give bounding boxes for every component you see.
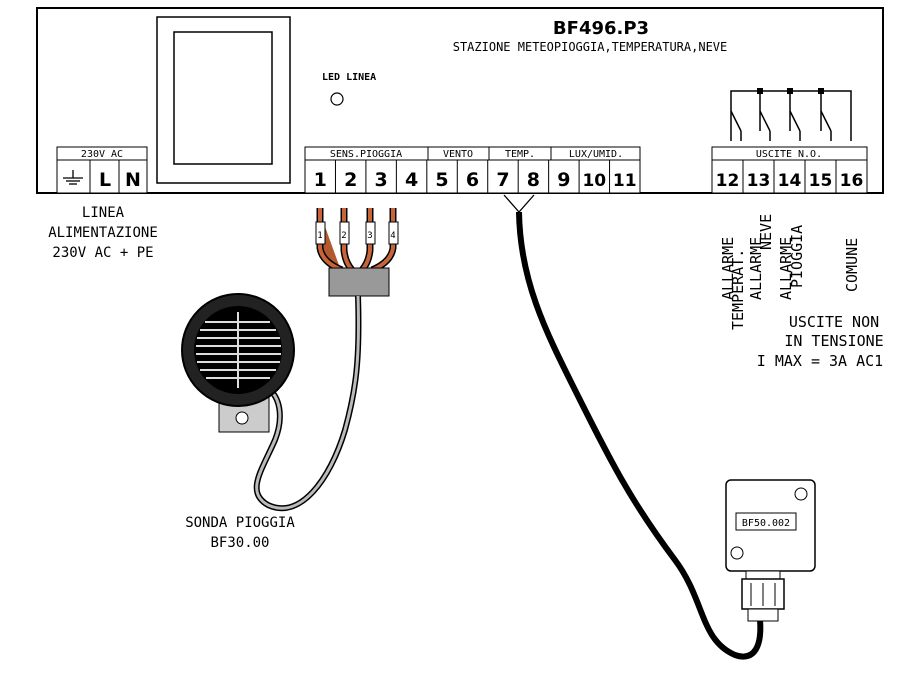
output-label-common: COMUNE	[843, 238, 861, 292]
device-model: BF496.P3	[553, 18, 649, 39]
terminal-11: 11	[613, 171, 637, 191]
outputs-group-label: USCITE N.O.	[756, 149, 822, 160]
relay-junction	[787, 88, 793, 94]
terminal-3: 3	[375, 169, 388, 191]
power-group-label: 230V AC	[81, 149, 123, 160]
output-label-temp-line1: ALLARME	[719, 237, 737, 300]
temp-probe: BF50.002	[725, 479, 816, 622]
temp-group-label: TEMP.	[505, 149, 535, 160]
output-label-snow-line2: NEVE	[757, 214, 775, 250]
terminal-l: L	[99, 169, 111, 191]
led-indicator	[330, 92, 344, 106]
power-caption-line1: LINEA	[82, 205, 125, 221]
wire-number-1: 1	[317, 231, 322, 241]
output-terminal-14: 14	[778, 171, 802, 191]
wind-group-label: VENTO	[443, 149, 473, 160]
temp-probe-cable	[516, 211, 765, 660]
rain-sensor-group-label: SENS.PIOGGIA	[330, 149, 402, 160]
output-label-temp-line2: TEMPERAT.	[729, 249, 747, 330]
terminal-5: 5	[435, 169, 448, 191]
terminal-4: 4	[405, 169, 418, 191]
power-caption-line2: ALIMENTAZIONE	[48, 225, 158, 241]
rain-probe-label-line2: BF30.00	[210, 535, 269, 551]
earth-icon	[63, 170, 83, 185]
terminal-9: 9	[557, 169, 570, 191]
power-terminal-block: 230V AC L N	[56, 146, 148, 194]
output-note-line1: USCITE NON	[789, 313, 879, 331]
terminal-7: 7	[496, 169, 509, 191]
rain-probe-label-line1: SONDA PIOGGIA	[185, 515, 295, 531]
terminal-1: 1	[314, 169, 327, 191]
relay-contacts	[730, 90, 852, 141]
terminal-n: N	[125, 169, 141, 191]
terminal-6: 6	[466, 169, 479, 191]
output-note-line2: IN TENSIONE	[784, 332, 883, 350]
rain-probe-cable	[255, 295, 360, 510]
cable-sleeve	[328, 267, 390, 297]
output-label-rain-line1: ALLARME	[777, 237, 795, 300]
terminal-2: 2	[344, 169, 357, 191]
wire-number-4: 4	[390, 231, 395, 241]
output-label-snow-line1: ALLARME	[747, 237, 765, 300]
wire-number-2: 2	[341, 231, 346, 241]
output-terminal-13: 13	[747, 171, 771, 191]
output-terminal-15: 15	[809, 171, 833, 191]
relay-junction	[757, 88, 763, 94]
output-terminal-block: USCITE N.O. 12 13 14 15 16	[711, 146, 868, 194]
output-note-line3: I MAX = 3A AC1	[757, 352, 883, 370]
output-terminal-12: 12	[716, 171, 740, 191]
power-caption-line3: 230V AC + PE	[52, 245, 153, 261]
rain-sensor-wires: 1 2 3 4	[315, 208, 399, 297]
device-subtitle: STAZIONE METEOPIOGGIA,TEMPERATURA,NEVE	[453, 40, 728, 54]
relay-junction	[818, 88, 824, 94]
output-labels: ALLARME TEMPERAT. ALLARME NEVE ALLARME P…	[719, 214, 861, 330]
terminal-8: 8	[527, 169, 540, 191]
rain-probe	[181, 293, 295, 433]
terminal-10: 10	[582, 171, 606, 191]
led-label: LED LINEA	[322, 72, 376, 83]
output-label-rain-line2: PIOGGIA	[788, 225, 806, 288]
output-terminal-16: 16	[840, 171, 864, 191]
temp-cable-clamp	[503, 194, 535, 213]
lux-group-label: LUX/UMID.	[569, 149, 623, 160]
display-inner	[173, 31, 273, 165]
wire-number-3: 3	[367, 231, 372, 241]
temp-probe-label: BF50.002	[742, 518, 790, 529]
